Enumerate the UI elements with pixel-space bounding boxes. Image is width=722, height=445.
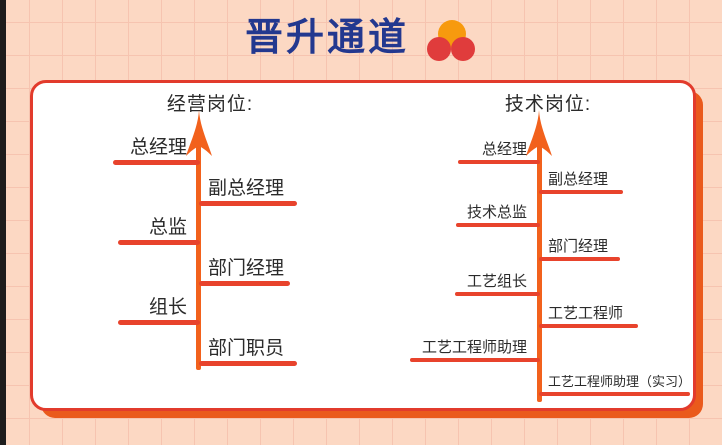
red-dot-icon [427,37,451,61]
ladder-item: 工艺工程师 [539,304,638,328]
ladder-item: 部门职员 [199,337,297,366]
rank-underline [118,320,200,325]
ladder-item: 副总经理 [199,177,297,206]
arrow-up-icon [526,110,552,156]
promotion-line-management [196,141,201,370]
rank-underline [456,223,540,227]
promotion-line-technical [537,141,542,402]
rank-underline [199,201,297,206]
ladder-item: 组长 [118,296,200,325]
ladder-item: 总经理 [113,136,200,165]
ladder-item: 工艺工程师助理 [410,338,540,362]
rank-underline [113,160,200,165]
ladder-item: 部门经理 [539,237,620,261]
ladder-item: 总监 [118,216,200,245]
rank-underline [455,292,540,296]
red-dot-icon [451,37,475,61]
page-title: 晋升通道 [244,17,409,59]
rank-underline [118,240,200,245]
ladder-header-management: 经营岗位: [166,94,254,115]
rank-underline [410,358,540,362]
rank-underline [199,361,297,366]
left-edge-strip [0,0,6,445]
title-row: 晋升通道 [0,14,722,62]
ladder-item: 工艺工程师助理（实习） [539,372,691,396]
rank-underline [539,190,623,194]
rank-underline [199,281,290,286]
rank-underline [539,392,690,396]
ladder-item: 总经理 [458,140,540,164]
arrow-up-icon [186,110,212,156]
three-dots-icon [427,20,477,62]
ladder-header-technical: 技术岗位: [504,94,592,115]
rank-underline [458,160,540,164]
ladder-item: 工艺组长 [455,272,540,296]
rank-underline [539,257,620,261]
rank-underline [539,324,638,328]
ladder-item: 部门经理 [199,257,290,286]
ladder-item: 技术总监 [456,203,540,227]
ladder-item: 副总经理 [539,170,623,194]
promotion-card: 经营岗位: 总经理 副总经理 总监 部门经理 组长 部门职员 [30,80,696,411]
